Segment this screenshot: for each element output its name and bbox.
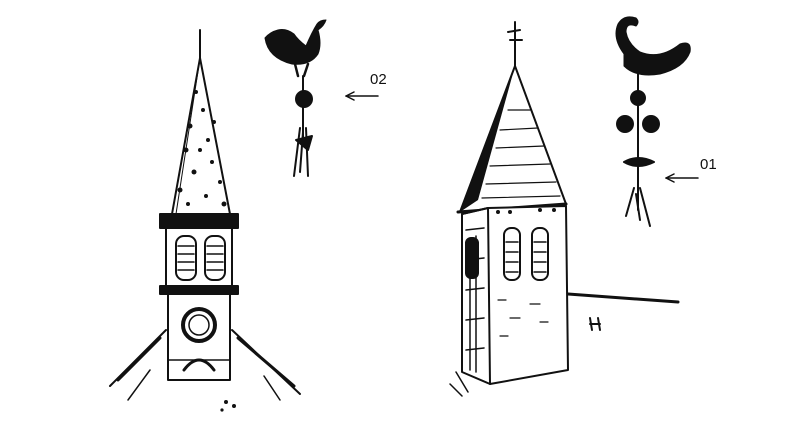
right-church-tower [449,21,680,397]
label-01: 01 [700,156,717,173]
swan-weathervane-icon [615,16,691,227]
left-rose-window [181,307,217,343]
label-01-arrow [665,173,699,183]
label-02: 02 [370,71,387,88]
left-church-tower [109,29,301,412]
left-spire-shading [177,90,227,207]
label-02-arrow [345,91,379,101]
rooster-weathervane-icon [264,19,327,177]
